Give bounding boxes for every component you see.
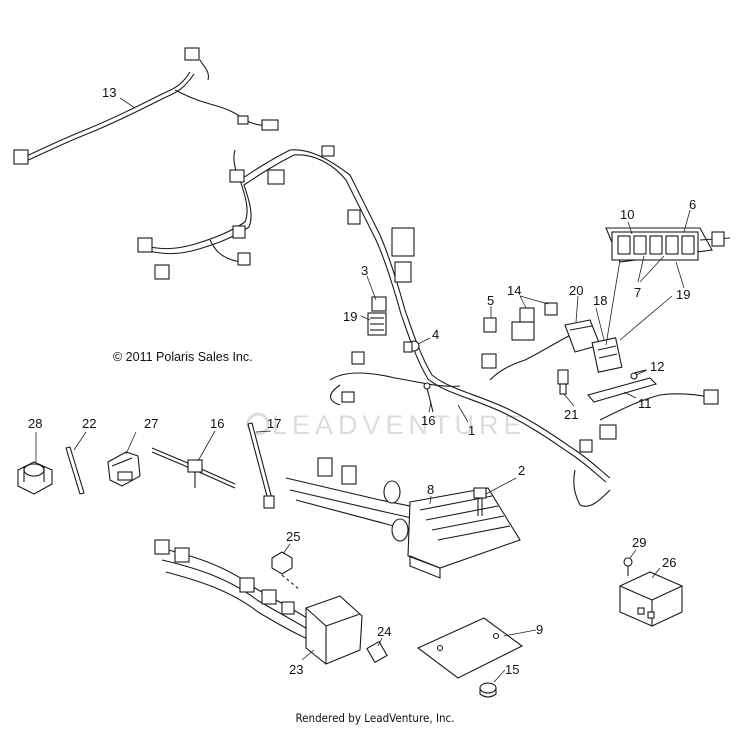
screw-12[interactable] (630, 369, 647, 380)
nut-25[interactable] (271, 551, 293, 575)
callout-24: 24 (377, 624, 391, 639)
callout-29: 29 (632, 535, 646, 550)
connector-14[interactable] (519, 302, 558, 323)
fuse-box-6[interactable] (605, 227, 731, 263)
clip-28[interactable] (17, 461, 53, 495)
clip-27[interactable] (107, 451, 141, 487)
callout-9: 9 (536, 622, 543, 637)
callout-12: 12 (650, 359, 664, 374)
callout-14: 14 (507, 283, 521, 298)
svg-text:LEADVENTURE: LEADVENTURE (272, 410, 527, 440)
connector-5[interactable] (483, 317, 497, 333)
callout-2: 2 (518, 463, 525, 478)
harness-13[interactable] (13, 47, 279, 165)
callout-3: 3 (361, 263, 368, 278)
callout-4: 4 (432, 327, 439, 342)
callout-16b: 16 (210, 416, 224, 431)
callout-7: 7 (634, 285, 641, 300)
callout-15: 15 (505, 662, 519, 677)
plate-9[interactable] (416, 617, 524, 679)
callout-19a: 19 (343, 309, 357, 324)
bolt-2[interactable] (473, 487, 487, 516)
callout-5: 5 (487, 293, 494, 308)
nut-15[interactable] (479, 682, 497, 698)
callout-21: 21 (564, 407, 578, 422)
relay-26[interactable] (619, 571, 683, 627)
callout-28: 28 (28, 416, 42, 431)
callout-27: 27 (144, 416, 158, 431)
callout-10: 10 (620, 207, 634, 222)
copyright-text: © 2011 Polaris Sales Inc. (113, 350, 253, 364)
callouts: 13 3 19 4 5 14 20 18 10 6 7 19 12 11 21 … (28, 85, 696, 677)
pin-24[interactable] (366, 640, 388, 664)
module-23[interactable] (154, 539, 363, 665)
callout-6: 6 (689, 197, 696, 212)
callout-22: 22 (82, 416, 96, 431)
callout-19b: 19 (676, 287, 690, 302)
sensor-21[interactable] (557, 369, 569, 395)
callout-23: 23 (289, 662, 303, 677)
callout-20: 20 (569, 283, 583, 298)
bracket-11[interactable] (587, 377, 658, 403)
screw-29[interactable] (623, 557, 633, 576)
callout-8: 8 (427, 482, 434, 497)
callout-1: 1 (468, 423, 475, 438)
connector-20[interactable] (591, 337, 623, 373)
cable-tie-16-upper[interactable] (423, 382, 434, 413)
clip-4[interactable] (403, 340, 420, 353)
callout-13: 13 (102, 85, 116, 100)
cable-tie-16[interactable] (151, 447, 236, 489)
callout-26: 26 (662, 555, 676, 570)
callout-18: 18 (593, 293, 607, 308)
callout-25: 25 (286, 529, 300, 544)
cable-tie-17[interactable] (247, 422, 275, 509)
watermark: LEADVENTURE (246, 410, 527, 440)
cable-tie-22[interactable] (65, 446, 85, 495)
connector-3[interactable] (367, 296, 387, 336)
callout-11: 11 (638, 396, 652, 411)
callout-16a: 16 (421, 413, 435, 428)
callout-17: 17 (267, 416, 281, 431)
main-harness-1[interactable] (137, 145, 719, 507)
leader-lines (35, 97, 691, 683)
footer-credit: Rendered by LeadVenture, Inc. (295, 711, 455, 725)
voltage-regulator-8[interactable] (285, 457, 521, 579)
